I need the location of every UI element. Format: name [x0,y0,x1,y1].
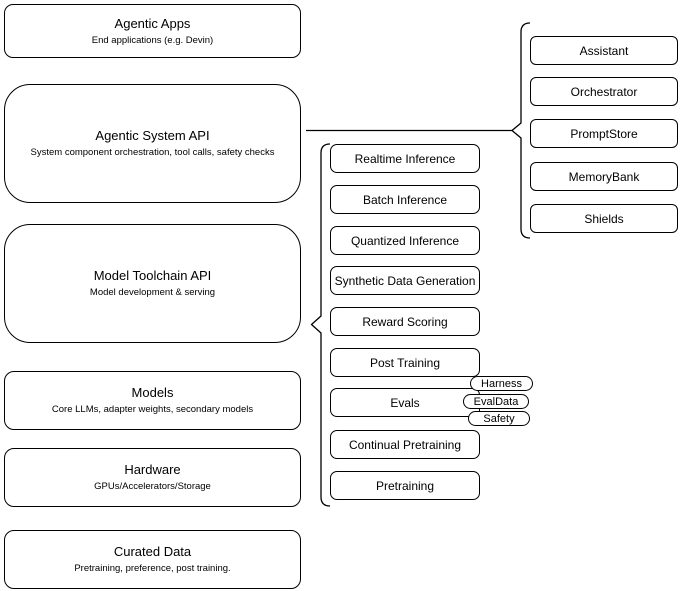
node-label: Post Training [369,355,441,370]
node-curated-data: Curated Data Pretraining, preference, po… [4,530,301,589]
node-post-training: Post Training [330,348,480,377]
node-subtitle: End applications (e.g. Devin) [91,34,214,46]
node-title: Hardware [124,462,181,477]
tag-label: Safety [483,412,515,425]
tag-evaldata: EvalData [463,394,529,409]
node-label: Reward Scoring [362,314,448,329]
node-shields: Shields [530,204,678,233]
node-title: Curated Data [113,544,192,559]
node-label: Orchestrator [570,84,638,99]
node-label: Assistant [579,43,629,58]
node-model-toolchain-api: Model Toolchain API Model development & … [4,224,301,343]
node-title: Model Toolchain API [93,268,212,283]
tag-harness: Harness [470,376,533,391]
tag-safety: Safety [468,411,530,426]
node-assistant: Assistant [530,36,678,65]
system-components-bracket [511,22,531,239]
node-synthetic-data-generation: Synthetic Data Generation [330,266,480,295]
node-title: Agentic Apps [114,15,191,31]
node-title: Models [131,385,174,400]
node-subtitle: Core LLMs, adapter weights, secondary mo… [51,404,254,415]
node-label: Continual Pretraining [348,437,462,452]
node-batch-inference: Batch Inference [330,185,480,214]
node-label: Synthetic Data Generation [334,273,476,288]
node-title: Agentic System API [95,128,210,143]
node-label: PromptStore [570,126,638,141]
node-realtime-inference: Realtime Inference [330,144,480,173]
node-agentic-apps: Agentic Apps End applications (e.g. Devi… [4,4,301,58]
node-pretraining: Pretraining [330,471,480,500]
node-subtitle: Model development & serving [89,287,216,298]
node-label: Pretraining [375,478,435,493]
node-subtitle: Pretraining, preference, post training. [74,563,231,574]
node-subtitle: GPUs/Accelerators/Storage [94,481,211,492]
node-subtitle: System component orchestration, tool cal… [30,147,275,158]
node-orchestrator: Orchestrator [530,77,678,106]
node-label: MemoryBank [568,169,640,184]
node-continual-pretraining: Continual Pretraining [330,430,480,459]
node-reward-scoring: Reward Scoring [330,307,480,336]
tag-label: Harness [481,377,522,390]
tag-label: EvalData [473,395,519,408]
node-promptstore: PromptStore [530,119,678,148]
node-quantized-inference: Quantized Inference [330,226,480,255]
node-label: Realtime Inference [354,151,456,166]
node-hardware: Hardware GPUs/Accelerators/Storage [4,448,301,507]
node-memorybank: MemoryBank [530,162,678,191]
node-label: Evals [390,395,420,410]
node-evals: Evals [330,388,480,417]
node-label: Shields [584,211,624,226]
node-label: Batch Inference [362,192,448,207]
node-label: Quantized Inference [350,233,460,248]
node-models: Models Core LLMs, adapter weights, secon… [4,371,301,430]
toolchain-components-bracket [310,143,331,507]
node-agentic-system-api: Agentic System API System component orch… [4,84,301,203]
